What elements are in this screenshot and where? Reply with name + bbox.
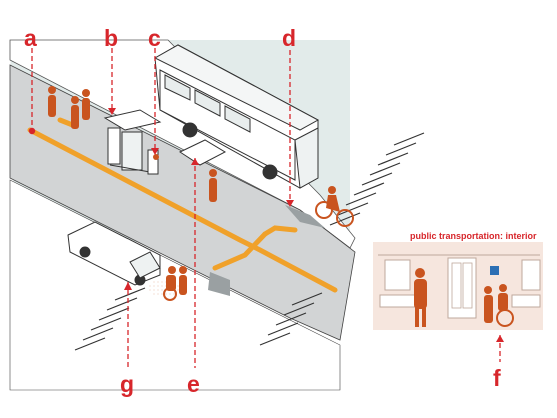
callout-lines (31, 48, 501, 368)
label-a: a (24, 25, 37, 51)
ticket-kiosk (147, 149, 159, 175)
curb-ramp-upper (285, 205, 325, 228)
callout-a-dot (28, 127, 36, 135)
pedestrian-group (48, 86, 90, 129)
accessibility-sign-icon (490, 266, 499, 275)
inset-interior: public transportation: interior (373, 231, 543, 330)
roadway (9, 64, 356, 341)
accessible-route (27, 117, 338, 293)
callout-arrows (108, 108, 504, 342)
crosswalk-lower-right (259, 292, 323, 346)
crosswalk-upper-right (329, 132, 425, 226)
inset-caption: public transportation: interior (410, 231, 537, 241)
curb-ramp-lower (208, 272, 230, 296)
crosswalk-lower-left (74, 287, 146, 351)
label-e: e (187, 371, 200, 397)
bus-shelter (103, 109, 162, 173)
label-g: g (120, 371, 134, 397)
label-b: b (104, 25, 118, 51)
wheelchair-user-street (163, 266, 187, 301)
label-d: d (282, 25, 296, 51)
label-f: f (493, 365, 501, 391)
bus (153, 44, 320, 189)
bus-ramp (178, 139, 227, 166)
cyclist (315, 186, 354, 227)
label-c: c (148, 25, 161, 51)
pedestrian-near-bus (209, 169, 217, 202)
accessible-van (67, 221, 161, 286)
